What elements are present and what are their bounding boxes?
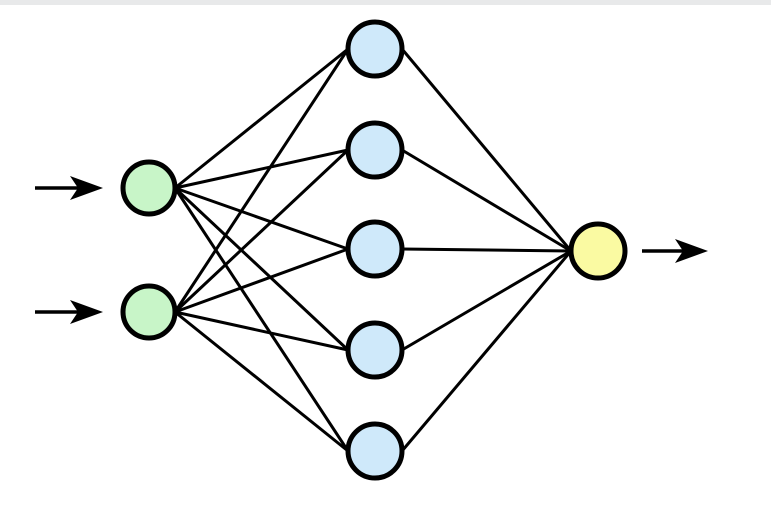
hidden-layer-node bbox=[345, 320, 405, 380]
edge-line bbox=[174, 310, 349, 352]
edge-line bbox=[174, 247, 349, 314]
hidden-layer-node bbox=[345, 19, 405, 79]
edge-line bbox=[173, 148, 350, 314]
input-arrow-icon-head bbox=[70, 300, 103, 324]
hidden-layer-node bbox=[345, 120, 405, 180]
edge-line bbox=[174, 47, 349, 190]
input-layer-node bbox=[120, 283, 178, 341]
output-arrow-icon-head bbox=[675, 239, 708, 263]
edge-line bbox=[401, 247, 572, 253]
top-edge-strip bbox=[0, 0, 771, 5]
edge-line bbox=[174, 148, 349, 190]
edge-line bbox=[173, 187, 350, 452]
edge-line bbox=[173, 186, 350, 352]
edge-line bbox=[174, 310, 349, 453]
edge-line bbox=[400, 250, 573, 452]
edge-line bbox=[173, 48, 350, 313]
edge-line bbox=[174, 186, 349, 251]
edge-line bbox=[401, 148, 572, 253]
hidden-layer-node bbox=[345, 219, 405, 279]
edge-line bbox=[400, 48, 573, 252]
input-arrow-icon-head bbox=[70, 176, 103, 200]
hidden-layer-node bbox=[345, 421, 405, 481]
input-layer-node bbox=[120, 159, 178, 217]
edge-line bbox=[401, 249, 572, 352]
output-layer-node bbox=[568, 221, 628, 281]
